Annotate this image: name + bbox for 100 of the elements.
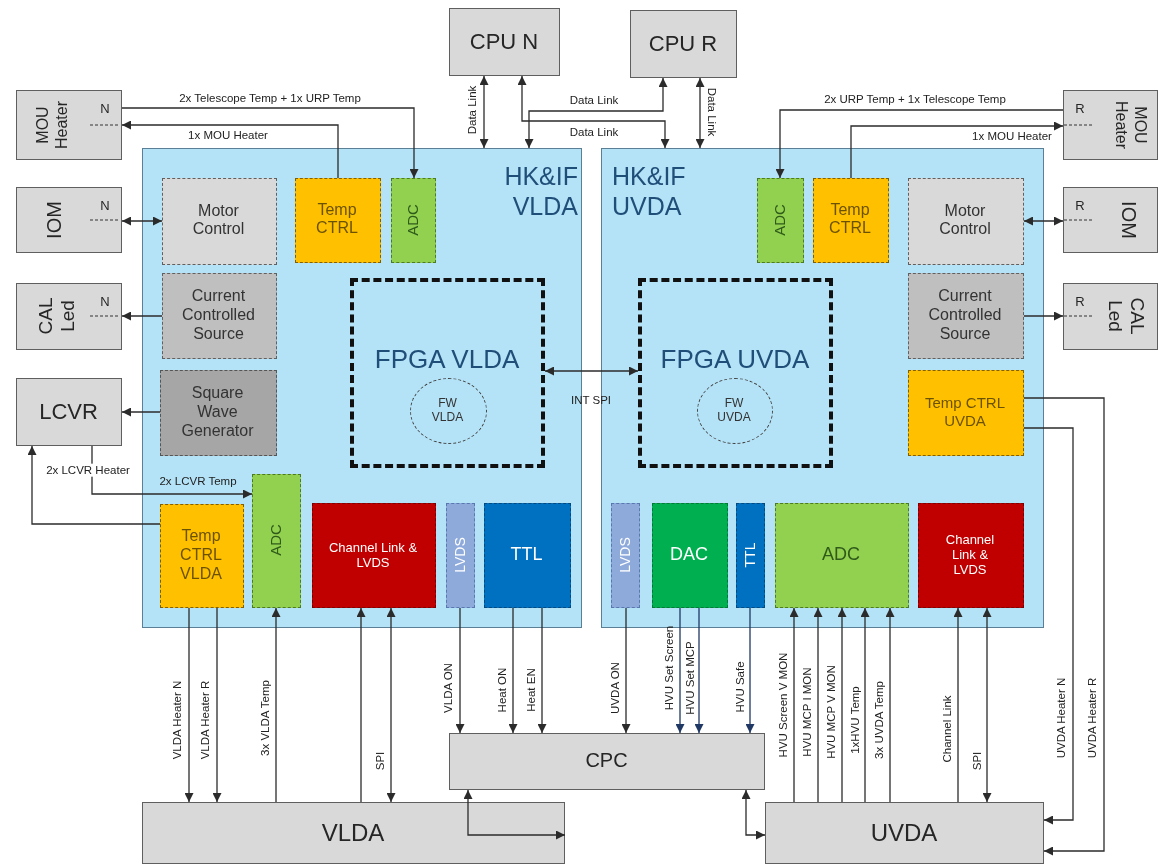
connector-arrow — [537, 607, 547, 734]
node-label: Temp CTRL VLDA — [179, 526, 223, 584]
function-block — [774, 502, 909, 608]
signal-label: Heat EN — [524, 667, 538, 713]
function-block — [294, 177, 381, 263]
connector-arrow — [544, 366, 639, 376]
signal-label: Data Link — [705, 86, 719, 138]
function-block — [812, 177, 889, 263]
connector-arrow — [356, 607, 366, 803]
port-letter: R — [1075, 294, 1085, 310]
function-block — [907, 369, 1024, 456]
node-label: LCVR — [39, 398, 98, 425]
function-block — [159, 503, 244, 608]
connector-arrow — [212, 607, 222, 803]
connector-arrow — [184, 607, 194, 803]
connector-arrow — [694, 607, 704, 734]
signal-label: VLDA Heater N — [170, 679, 184, 761]
function-block — [651, 502, 728, 608]
node-label: FW VLDA — [430, 395, 465, 425]
function-block — [917, 502, 1024, 608]
signal-label: 2x LCVR Heater — [45, 463, 131, 477]
node-label: MOU Heater — [34, 99, 71, 151]
port-letter: N — [100, 198, 110, 214]
node-label: Channel Link & LVDS — [327, 539, 419, 570]
node-label: CAL Led — [1104, 296, 1149, 337]
node-label: Temp CTRL — [315, 200, 359, 239]
connector-arrow — [121, 120, 339, 179]
signal-label: UVDA Heater N — [1054, 676, 1068, 760]
component-box — [449, 733, 765, 790]
node-label: LVDS — [616, 536, 633, 573]
node-label: ADC — [266, 524, 285, 556]
port-letter: N — [100, 294, 110, 310]
component-box — [16, 283, 122, 350]
connector-arrow — [775, 109, 1064, 179]
panel-title: HK&IF UVDA — [612, 161, 687, 221]
node-label: CPU R — [648, 30, 718, 57]
node-label: Temp CTRL — [828, 200, 872, 239]
connector-arrow — [621, 607, 631, 734]
connector-arrow — [675, 607, 685, 734]
panel-title: HK&IF VLDA — [503, 161, 578, 221]
connector-arrow — [479, 75, 489, 149]
component-box — [449, 8, 560, 76]
signal-label: HVU Set MCP — [683, 640, 697, 716]
component-box — [1063, 283, 1158, 350]
node-label: IOM — [1116, 199, 1140, 241]
connector-arrow — [885, 607, 895, 803]
node-label: VLDA — [321, 818, 385, 847]
connector-arrow — [860, 607, 870, 803]
component-box — [16, 187, 122, 253]
port-letter: R — [1075, 198, 1085, 214]
node-label: DAC — [670, 543, 708, 566]
connector-arrow — [455, 607, 465, 734]
node-label: ADC — [822, 543, 860, 566]
connector-arrow — [982, 607, 992, 803]
signal-label: 1x MOU Heater — [187, 128, 269, 142]
function-block — [251, 473, 301, 608]
component-box — [765, 802, 1044, 864]
signal-label: SPI — [970, 750, 984, 772]
connector-arrow — [850, 121, 1064, 179]
connector-arrow — [386, 607, 396, 803]
signal-label: HVU Screen V MON — [776, 651, 790, 759]
signal-label: HVU MCP V MON — [824, 664, 838, 760]
function-block — [907, 272, 1024, 359]
function-block — [756, 177, 804, 263]
connector-arrow — [508, 607, 518, 734]
signal-label: INT SPI — [569, 393, 613, 407]
component-box — [1063, 90, 1158, 160]
component-box — [142, 802, 565, 864]
connector-arrow — [27, 445, 161, 525]
port-letter: R — [1075, 101, 1085, 117]
signal-label: Data Link — [465, 84, 479, 136]
node-label: TTL — [741, 542, 758, 567]
function-block — [907, 177, 1024, 265]
connector-arrow — [1023, 216, 1064, 226]
connector-arrow — [1023, 427, 1074, 825]
connector-arrow — [695, 77, 705, 149]
node-label: FPGA UVDA — [659, 343, 811, 374]
connector-arrow — [121, 311, 163, 321]
signal-label: VLDA ON — [441, 662, 455, 714]
function-block — [161, 272, 277, 359]
node-label: FPGA VLDA — [373, 343, 521, 374]
connector-arrow — [745, 607, 755, 734]
node-label: CAL Led — [34, 296, 79, 337]
component-box — [16, 90, 122, 160]
port-letter: N — [100, 101, 110, 117]
node-label: CPU N — [469, 28, 539, 55]
node-label: FW UVDA — [716, 395, 752, 425]
node-label: Motor Control — [938, 201, 992, 240]
signal-label: Channel Link — [940, 694, 954, 764]
function-block — [161, 177, 277, 265]
node-label: ADC — [770, 203, 789, 236]
signal-label: HVU Safe — [733, 660, 747, 714]
connector-arrow — [271, 607, 281, 803]
connector-arrow — [121, 107, 419, 179]
signal-label: Data Link — [568, 125, 620, 139]
node-label: Motor Control — [191, 201, 246, 240]
connector-arrow — [1023, 397, 1105, 856]
function-block — [390, 177, 436, 263]
signal-label: HVU Set Screen — [662, 624, 676, 712]
signal-label: 2x URP Temp + 1x Telescope Temp — [823, 92, 1007, 106]
